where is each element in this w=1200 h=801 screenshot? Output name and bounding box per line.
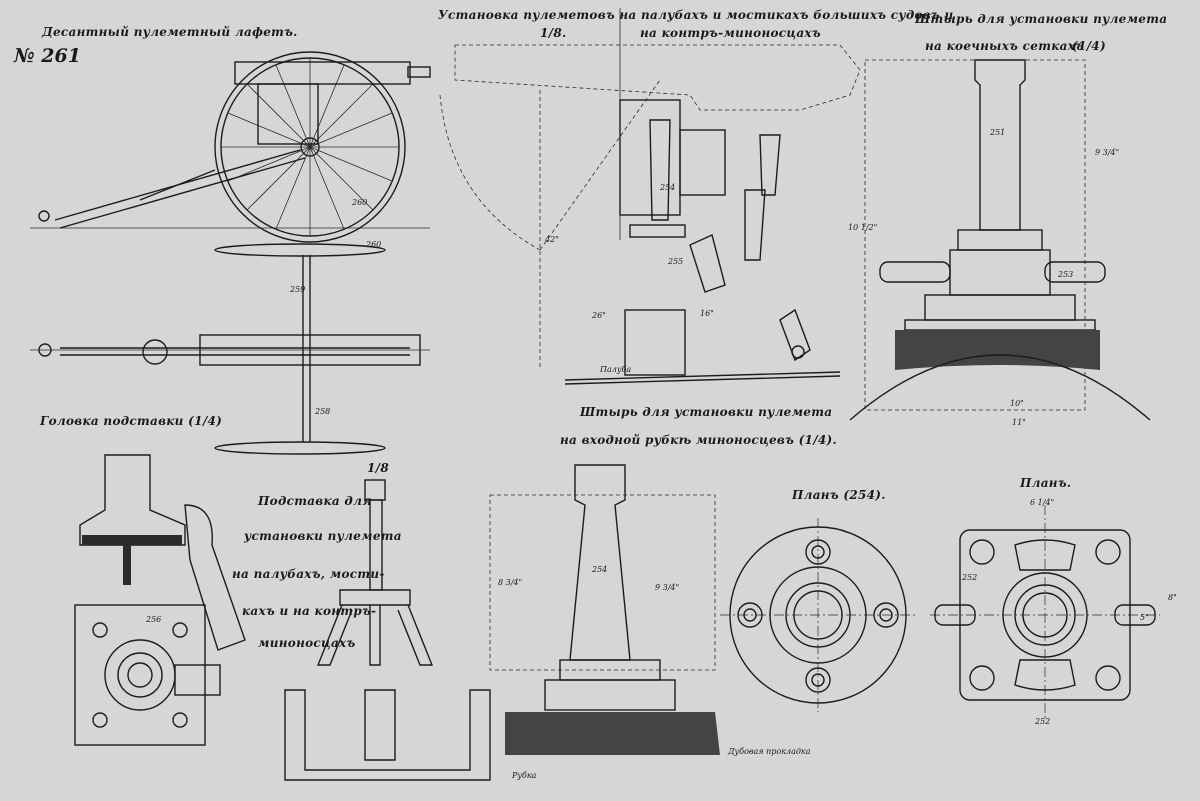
caption-landing-carriage: Десантный пулеметный лафетъ. [41,25,298,39]
caption-plan: Планъ. [1019,476,1071,490]
label-board: Рубка [511,771,537,780]
head-plan [74,604,206,746]
label-deck: Палуба [599,365,631,374]
dim-8-3-4: 8 3/4" [498,578,522,587]
caption-stand-line4: кахъ и на контръ- [242,604,376,618]
bracket-255 [689,234,726,293]
label-oak-pad: Дубовая прокладка [727,747,811,756]
caption-plan-254: Планъ (254). [791,488,886,502]
pin-254 [649,119,671,221]
part-number-wheel: 260 [351,198,367,207]
elevation-arc [439,94,541,251]
gun-outline-dashed [454,44,861,111]
pin-hammock-netting-view: 251 253 10" 11" 9 3/4" 10 1/2" [848,59,1151,427]
dim-42in: 42" [544,235,559,244]
part-number-pin-wheelhouse: 254 [591,565,607,574]
wheel-plan-top [214,243,386,257]
sheet-number: № 261 [13,45,81,67]
caption-head-stand: Головка подставки (1/4) [39,414,222,428]
part-number-collar: 253 [1057,270,1073,279]
wheel-plan-bottom [214,441,386,455]
dim-9-3-4-b: 9 3/4" [655,583,679,592]
caption-ship-mount-line2: на контръ-миноносцахъ [640,26,821,40]
deck-stand-view [284,479,491,781]
dim-26in: 26" [591,311,606,320]
dim-8in: 8" [1168,593,1177,602]
landing-carriage-plan-view: 260 259 258 [30,240,430,455]
netting-curve [849,354,1151,421]
pin-wheelhouse-view: 254 8 3/4" 9 3/4" [489,464,720,755]
part-number-axle-lower: 258 [314,407,330,416]
head-arm [184,504,246,651]
caption-pin-net-line2: на коечныхъ сеткахъ [925,39,1084,53]
dim-10-1-2: 10 1/2" [848,223,877,232]
caption-pin-wheelhouse-line2: на входной рубкѣ миноносцевъ (1/4). [560,433,837,447]
part-number-wheel-plan-top: 260 [365,240,381,249]
part-number-pin-net: 251 [989,128,1005,137]
dim-16in: 16" [700,309,714,318]
caption-ship-mount-line1: Установка пулеметовъ на палубахъ и мости… [438,8,954,22]
part-number-pin-ship: 254 [659,183,675,192]
caption-pin-net-line1: Штырь для установки пулемета [914,12,1167,26]
stand-legs [316,604,434,666]
deck-stand [624,309,686,376]
oak-pad-net [895,330,1100,370]
oak-pad-wheelhouse [505,712,720,755]
caption-stand-line3: на палубахъ, мости- [232,567,385,581]
part-number-head: 256 [145,615,161,624]
machine-gun-body [234,61,411,85]
dim-11in: 11" [1012,418,1026,427]
part-number-plan-a: 252 [961,573,977,582]
plan-254-view [720,518,918,712]
head-section [79,454,186,546]
dim-10in: 10" [1010,399,1024,408]
part-number-axle: 259 [289,285,305,294]
part-number-plan-b: 252 [1034,717,1050,726]
caption-pin-wheelhouse-line1: Штырь для установки пулемета [579,405,832,419]
head-of-stand-view: 256 [74,454,246,746]
caption-pin-net-scale: (1/4) [1072,39,1106,53]
ship-deck-mount-view: 254 255 16" 26" 42" [439,8,861,385]
caption-stand-line5: миноносцахъ [258,636,356,650]
caption-stand-line2: установки пулемета [243,529,402,543]
stand-base-elevation [284,689,491,781]
carriage-wheel [214,51,406,243]
plan-square-view: 252 252 6 1/4" 5" 8" [930,498,1177,726]
dim-9-3-4: 9 3/4" [1095,148,1119,157]
caption-ship-mount-scale: 1/8. [540,26,566,40]
dim-6-1-4: 6 1/4" [1030,498,1054,507]
caption-stand-line1: Подставка для [257,494,372,508]
part-number-bracket: 255 [667,257,683,266]
landing-carriage-side-view: 260 [30,51,431,243]
dim-5in: 5" [1140,613,1149,622]
caption-stand-scale: 1/8 [367,461,389,475]
